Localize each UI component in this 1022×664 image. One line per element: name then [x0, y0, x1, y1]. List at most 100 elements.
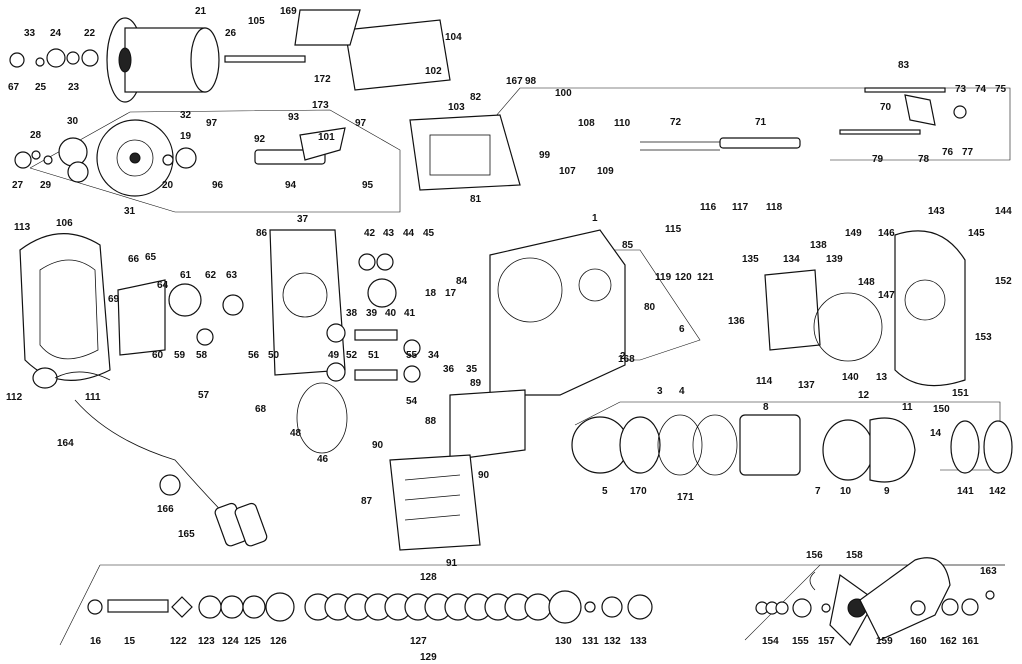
part-label: 155	[792, 636, 809, 647]
part-label: 79	[872, 154, 884, 165]
part-label: 161	[962, 636, 979, 647]
part-label: 89	[470, 378, 482, 389]
part-label: 138	[810, 240, 827, 251]
part-label: 15	[124, 636, 136, 647]
part-label: 36	[443, 364, 455, 375]
part-label: 123	[198, 636, 215, 647]
part-label: 167	[506, 76, 523, 87]
part-label: 21	[195, 6, 207, 17]
part-label: 63	[226, 270, 238, 281]
part-label: 60	[152, 350, 164, 361]
part-label: 157	[818, 636, 835, 647]
part-label: 22	[84, 28, 96, 39]
part-label: 62	[205, 270, 217, 281]
part-label: 49	[328, 350, 340, 361]
part-label: 65	[145, 252, 157, 263]
part-label: 55	[406, 350, 418, 361]
part-label: 106	[56, 218, 73, 229]
part-label: 114	[756, 376, 773, 387]
part-label: 87	[361, 496, 373, 507]
part-label: 33	[24, 28, 36, 39]
part-label: 16	[90, 636, 102, 647]
part-label: 152	[995, 276, 1012, 287]
part-label: 48	[290, 428, 302, 439]
part-label: 141	[957, 486, 974, 497]
part-label: 162	[940, 636, 957, 647]
part-label: 58	[196, 350, 208, 361]
part-label: 38	[346, 308, 358, 319]
part-label: 163	[980, 566, 997, 577]
part-label: 150	[933, 404, 950, 415]
part-label: 66	[128, 254, 140, 265]
part-label: 160	[910, 636, 927, 647]
part-label: 50	[268, 350, 280, 361]
part-label: 116	[700, 202, 717, 213]
part-label: 165	[178, 529, 195, 540]
part-label: 43	[383, 228, 395, 239]
part-label: 64	[157, 280, 169, 291]
part-label: 5	[602, 486, 608, 497]
part-label: 30	[67, 116, 79, 127]
part-label: 28	[30, 130, 42, 141]
part-label: 45	[423, 228, 435, 239]
part-label: 154	[762, 636, 779, 647]
part-label: 7	[815, 486, 821, 497]
part-label: 12	[858, 390, 870, 401]
handle-group	[755, 557, 995, 646]
part-label: 136	[728, 316, 745, 327]
part-label: 146	[878, 228, 895, 239]
part-label: 110	[614, 118, 631, 129]
part-label: 169	[280, 6, 297, 17]
part-label: 71	[755, 117, 767, 128]
part-label: 166	[157, 504, 174, 515]
part-label: 31	[124, 206, 136, 217]
part-label: 59	[174, 350, 186, 361]
part-label: 70	[880, 102, 892, 113]
part-label: 118	[766, 202, 783, 213]
part-label: 148	[858, 277, 875, 288]
part-label: 72	[670, 117, 682, 128]
part-label: 78	[918, 154, 930, 165]
part-label: 100	[555, 88, 572, 99]
levelwind-group	[254, 9, 967, 191]
part-label: 88	[425, 416, 437, 427]
part-label: 23	[68, 82, 80, 93]
part-label: 95	[362, 180, 374, 191]
part-label: 84	[456, 276, 468, 287]
part-label: 132	[604, 636, 621, 647]
part-label: 20	[162, 180, 174, 191]
part-label: 153	[975, 332, 992, 343]
part-label: 137	[798, 380, 815, 391]
part-label: 8	[763, 402, 769, 413]
part-label: 107	[559, 166, 576, 177]
part-label: 103	[448, 102, 465, 113]
part-label: 149	[845, 228, 862, 239]
part-label: 77	[962, 147, 974, 158]
part-label: 92	[254, 134, 266, 145]
part-label: 54	[406, 396, 418, 407]
part-label: 98	[525, 76, 537, 87]
part-label: 44	[403, 228, 415, 239]
part-label: 27	[12, 180, 24, 191]
part-label: 10	[840, 486, 852, 497]
part-label: 9	[884, 486, 890, 497]
part-label: 97	[355, 118, 367, 129]
part-label: 109	[597, 166, 614, 177]
part-label: 40	[385, 308, 397, 319]
part-label: 93	[288, 112, 300, 123]
part-label: 19	[180, 131, 192, 142]
part-label: 82	[470, 92, 482, 103]
part-label: 86	[256, 228, 268, 239]
part-label: 74	[975, 84, 987, 95]
part-label: 113	[14, 222, 31, 233]
part-label: 131	[582, 636, 599, 647]
part-label: 75	[995, 84, 1007, 95]
part-label: 128	[420, 572, 437, 583]
part-labels: 1 2 3 4 5 6 7 8 9 10 11 12 13 14 15 16 1…	[6, 6, 1012, 663]
part-label: 1	[592, 213, 598, 224]
part-label: 18	[425, 288, 437, 299]
part-label: 14	[930, 428, 942, 439]
part-label: 67	[8, 82, 20, 93]
